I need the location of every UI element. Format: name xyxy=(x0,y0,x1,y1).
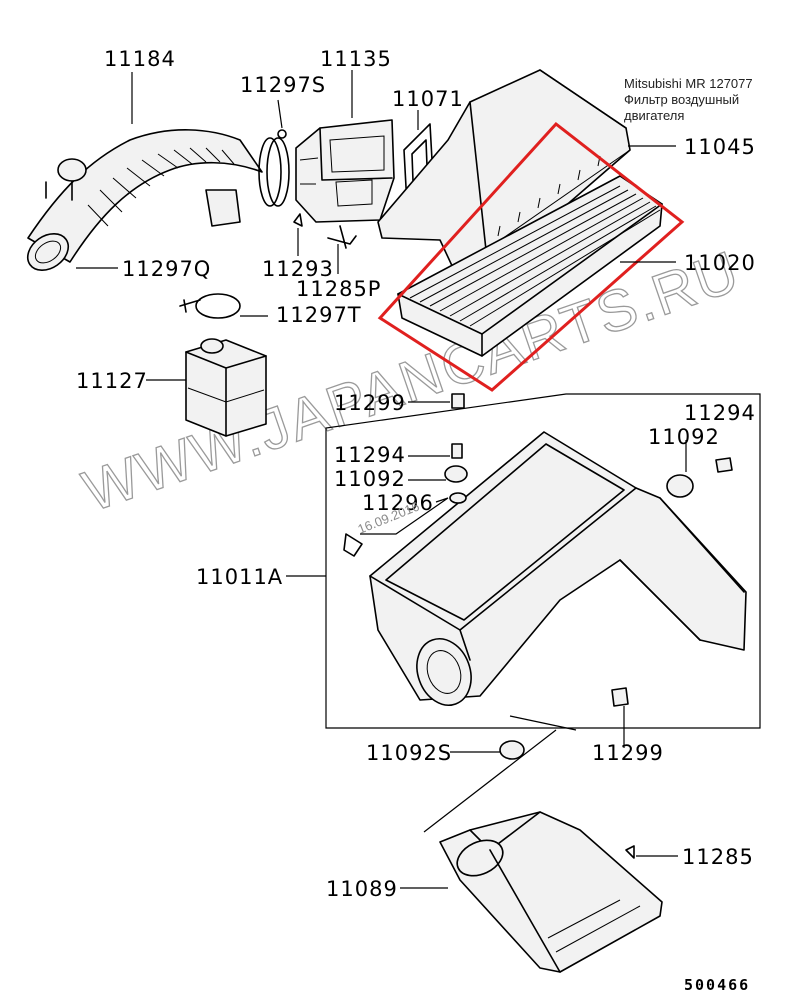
label-11297S: 11297S xyxy=(240,73,326,97)
filter-element-11020 xyxy=(397,175,663,357)
case-detail-frame xyxy=(325,393,761,729)
air-duct-11089 xyxy=(439,811,663,973)
label-11092-left: 11092 xyxy=(334,467,406,491)
label-11092-right: 11092 xyxy=(648,425,720,449)
label-11011A: 11011A xyxy=(196,565,283,589)
label-11135: 11135 xyxy=(320,47,392,71)
intake-hose-11184 xyxy=(26,129,263,271)
label-11071: 11071 xyxy=(392,87,464,111)
label-11293: 11293 xyxy=(262,257,334,281)
label-11045: 11045 xyxy=(684,135,756,159)
label-11184: 11184 xyxy=(104,47,176,71)
part-note: Mitsubishi MR 127077 Фильтр воздушный дв… xyxy=(624,76,794,124)
label-11285: 11285 xyxy=(682,845,754,869)
bolt-11299-top xyxy=(451,393,465,409)
lower-case-11011A xyxy=(369,431,747,706)
grommet-11092-left xyxy=(444,465,468,483)
clip-11296 xyxy=(449,492,467,504)
label-11299-top: 11299 xyxy=(334,391,406,415)
grommet-11092S xyxy=(499,740,525,760)
bracket-11285P xyxy=(327,225,357,249)
label-11127: 11127 xyxy=(76,369,148,393)
note-line-2: Фильтр воздушный xyxy=(624,92,740,107)
label-11020: 11020 xyxy=(684,251,756,275)
resonator-11127 xyxy=(185,338,267,437)
clamp-11297S xyxy=(258,129,290,207)
filter-highlight-outline xyxy=(377,121,685,392)
bushing-11294-right xyxy=(715,457,733,473)
label-11089: 11089 xyxy=(326,877,398,901)
label-11299-bottom: 11299 xyxy=(592,741,664,765)
bracket-11296-shape xyxy=(343,533,363,557)
diagram-number: 500466 xyxy=(684,976,751,994)
leader-lines xyxy=(76,70,687,889)
note-line-3: двигателя xyxy=(624,108,685,123)
label-11294-right: 11294 xyxy=(684,401,756,425)
label-11297Q: 11297Q xyxy=(122,257,211,281)
fastener-11285 xyxy=(625,845,635,859)
grommet-11092-right xyxy=(666,474,694,498)
clamp-11297T xyxy=(179,293,241,319)
airflow-sensor-11135 xyxy=(295,119,395,223)
bolt-11299-bottom xyxy=(611,687,629,707)
label-11297T: 11297T xyxy=(276,303,362,327)
bushing-11294-left xyxy=(451,443,463,459)
label-11296: 11296 xyxy=(362,491,434,515)
clip-11293 xyxy=(293,213,303,227)
label-11092S: 11092S xyxy=(366,741,452,765)
note-part-number: Mitsubishi MR 127077 xyxy=(624,76,753,91)
label-11294-left: 11294 xyxy=(334,443,406,467)
duct-link-lines xyxy=(423,715,577,833)
label-11285P: 11285P xyxy=(296,277,381,301)
